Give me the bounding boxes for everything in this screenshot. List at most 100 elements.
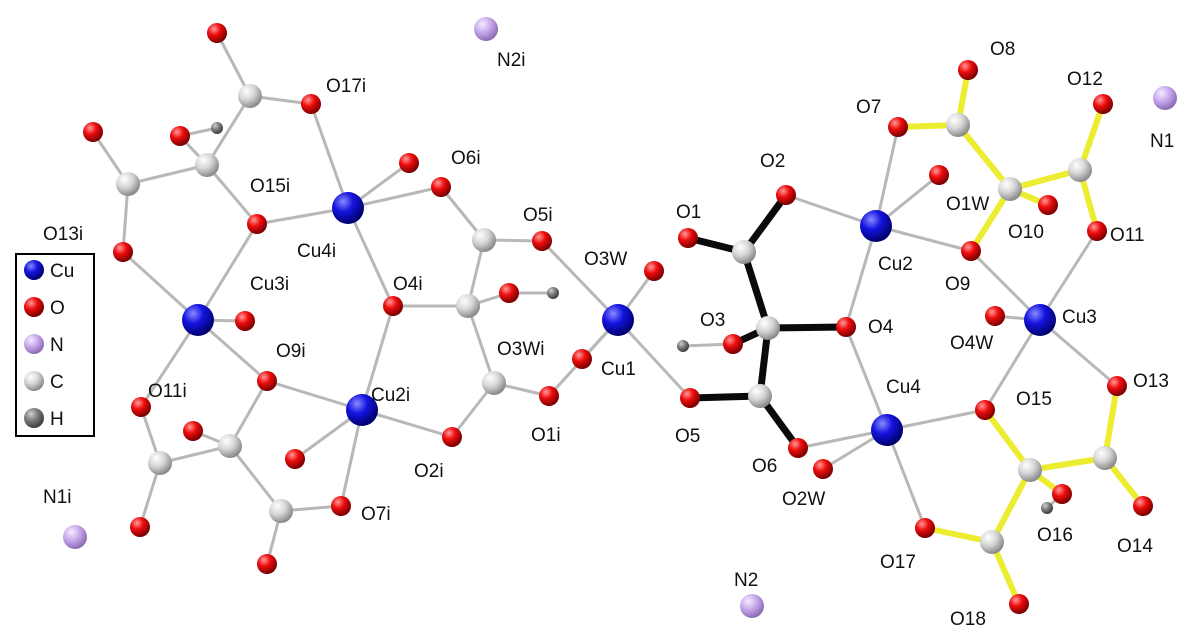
atom-label-o18: O18: [950, 609, 986, 630]
atom-label-o3w: O3W: [584, 249, 627, 270]
atom-c-c4: [1018, 458, 1042, 482]
atom-label-o6i: O6i: [451, 148, 481, 169]
atom-c-c7i: [269, 499, 293, 523]
legend-item-n: N: [24, 334, 64, 356]
bond-cu1-o5i: [540, 239, 620, 322]
atom-o-o3w: [644, 261, 664, 281]
atom-label-o6: O6: [752, 456, 777, 477]
bond-cu3i-o15i: [196, 222, 259, 322]
atom-c-c1: [732, 240, 756, 264]
atom-cu-cu3i: [182, 304, 214, 336]
atom-o-o16: [1052, 484, 1072, 504]
bond-cu3-o13: [1038, 318, 1119, 388]
atom-o-o11: [1087, 221, 1107, 241]
atom-n-n1i: [63, 525, 87, 549]
bond-cu2i-o7i: [339, 408, 364, 508]
atom-o-o2i: [442, 427, 462, 447]
bond-cu3i-o11i: [139, 318, 200, 409]
atom-label-o11i: O11i: [148, 381, 187, 402]
atom-label-o2w: O2W: [782, 489, 825, 510]
atom-h-h3: [677, 340, 689, 352]
atoms-layer: [63, 17, 1177, 618]
atom-c-c9: [1068, 158, 1092, 182]
atom-cu-cu3: [1024, 304, 1056, 336]
legend-item-c: C: [24, 371, 64, 393]
bond-c2i-c1i: [466, 304, 496, 385]
bond-cu2i-o9i: [265, 379, 364, 412]
atom-h-h16i: [211, 122, 223, 134]
bond-cu3-o9: [969, 249, 1042, 322]
atom-o-o1w: [929, 165, 949, 185]
atom-label-o16: O16: [1037, 525, 1073, 546]
atom-c-c8: [998, 177, 1022, 201]
bond-cu1-o5: [616, 318, 692, 400]
atom-label-n2: N2: [734, 570, 758, 591]
atom-o-o5i: [532, 231, 552, 251]
bond-c8-c9: [1007, 167, 1083, 192]
bond-cu4-o15: [885, 408, 987, 432]
atom-o-o1i: [539, 386, 559, 406]
atom-o-o15: [975, 400, 995, 420]
atom-c-c3: [748, 384, 772, 408]
atom-label-n2i: N2i: [497, 50, 526, 71]
legend-h-swatch: [24, 408, 44, 428]
atom-h-h16: [1041, 502, 1053, 514]
bond-c5-o13: [1102, 383, 1120, 461]
atom-c-c1i: [482, 371, 506, 395]
atom-o-o3i: [499, 283, 519, 303]
bond-cu4i-o4i: [346, 206, 395, 308]
legend-o-swatch: [24, 297, 44, 317]
atom-o-o5: [680, 388, 700, 408]
atom-label-o4i: O4i: [393, 274, 423, 295]
atom-o-o6i: [431, 177, 451, 197]
atom-o-o8: [958, 60, 978, 80]
atom-label-cu2i: Cu2i: [371, 385, 410, 406]
atom-o-o13i: [113, 242, 133, 262]
atom-o-o13: [1107, 376, 1127, 396]
atom-label-o17i: O17i: [326, 76, 366, 97]
atom-label-cu2: Cu2: [878, 254, 913, 275]
atom-cu-cu2: [860, 210, 892, 242]
atom-o-o2w: [813, 459, 833, 479]
atom-c-c6i: [238, 84, 262, 108]
atom-c-c2: [756, 316, 780, 340]
legend-h-label: H: [50, 409, 64, 430]
atom-label-n1: N1: [1150, 131, 1174, 152]
atom-cu-cu4i: [332, 192, 364, 224]
atom-label-o17: O17: [880, 552, 916, 573]
atom-label-cu1: Cu1: [601, 359, 636, 380]
atom-label-cu4i: Cu4i: [297, 241, 336, 262]
bond-c1-c2: [740, 248, 772, 332]
bond-c6i-c4i: [205, 94, 252, 167]
atom-label-o9i: O9i: [276, 341, 306, 362]
legend-item-h: H: [24, 408, 64, 430]
atom-label-o5i: O5i: [523, 205, 553, 226]
bond-o15-c4: [982, 407, 1033, 473]
bond-c8i-c9i: [158, 444, 232, 465]
atom-o-o9i: [257, 371, 277, 391]
legend-c-label: C: [50, 372, 64, 393]
atom-o-o4wi: [235, 311, 255, 331]
atom-o-o12: [1093, 94, 1113, 114]
atom-o-o3wi: [572, 349, 592, 369]
bond-o9i-c8i: [228, 379, 269, 448]
atom-label-o15: O15: [1016, 389, 1052, 410]
atom-o-o3: [723, 334, 743, 354]
atom-label-o5: O5: [675, 426, 700, 447]
legend-cu-label: Cu: [50, 261, 74, 282]
atom-c-c7: [946, 113, 970, 137]
atom-o-o1: [678, 228, 698, 248]
bond-c4-c6: [989, 467, 1033, 545]
atom-o-o17i: [207, 23, 227, 43]
atom-c-c2i: [456, 294, 480, 318]
atom-o-o2: [776, 185, 796, 205]
bond-cu3-o11: [1038, 229, 1099, 322]
bond-c8-o9: [968, 186, 1013, 254]
atom-o-o14: [1133, 496, 1153, 516]
bond-cu3-o15: [983, 318, 1042, 412]
atom-label-o2i: O2i: [414, 461, 444, 482]
atom-o-o4i: [383, 296, 403, 316]
atom-c-c6: [980, 530, 1004, 554]
atom-label-o9: O9: [945, 274, 970, 295]
